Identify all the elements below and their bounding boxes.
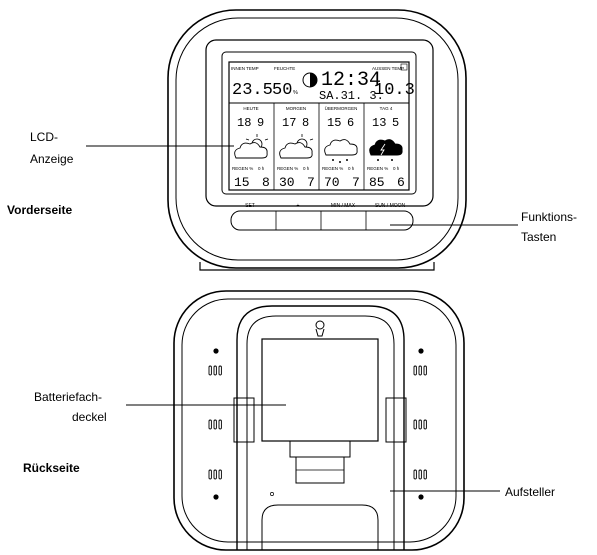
day-lo: 6 (347, 116, 354, 130)
label-keys-1: Funktions- (521, 210, 577, 224)
day-hi: 15 (327, 116, 341, 130)
day-name: HEUTE (243, 106, 258, 111)
minmax-button-label: MIN / MAX (331, 203, 356, 209)
screw-icon (213, 494, 219, 500)
front-housing-inner (175, 17, 459, 261)
forecast-day-4: TAG 4 13 5 REGEN % 0 h 85 6 (367, 106, 405, 190)
screw-icon (418, 348, 424, 354)
front-base (199, 262, 435, 271)
lcd-date: SA.31. 3. (319, 89, 384, 103)
forecast-day-1: HEUTE 18 9 REGEN % 0 h 15 8 (232, 106, 270, 190)
keyhole-icon (315, 320, 325, 330)
day-name: MORGEN (286, 106, 306, 111)
lcd-humidity-label: FEUCHTE (274, 66, 295, 71)
sun-cloud-icon (234, 134, 269, 159)
back-housing-inner (181, 298, 457, 543)
moon-phase-shade (310, 73, 317, 87)
rain-label: REGEN % (277, 166, 298, 171)
hours-label: 0 h (393, 166, 400, 171)
label-battery-2: deckel (72, 410, 107, 424)
label-stand: Aufsteller (505, 485, 555, 499)
thunderstorm-icon (369, 139, 403, 161)
sunmoon-button-label: SUN / MOON (375, 203, 406, 209)
hours-value: 6 (397, 175, 405, 190)
battery-cover (261, 338, 379, 442)
battery-latch (289, 440, 351, 458)
hours-value: 7 (307, 175, 315, 190)
front-housing-outer (167, 9, 467, 269)
lcd-outdoor-label: AUSSEN TEMP (372, 66, 404, 71)
day-lo: 8 (302, 116, 309, 130)
day-hi: 18 (237, 116, 251, 130)
reset-hole (270, 492, 274, 496)
display-bezel (221, 51, 417, 195)
rain-value: 85 (369, 175, 385, 190)
day-name: ÜBERMORGEN (325, 105, 358, 111)
screw-icon (418, 494, 424, 500)
rain-label: REGEN % (232, 166, 253, 171)
signal-icon (400, 63, 408, 71)
day-hi: 13 (372, 116, 386, 130)
back-housing-outer (173, 290, 465, 551)
hours-value: 7 (352, 175, 360, 190)
lcd-indoor-temp: 23.5 (232, 81, 273, 100)
day-lo: 5 (392, 116, 399, 130)
day-hi: 17 (282, 116, 296, 130)
keyhole-slot (315, 328, 325, 337)
vent-slots-left (208, 365, 222, 480)
day-lo: 9 (257, 116, 264, 130)
rain-cloud-icon (324, 139, 358, 163)
label-lcd-2: Anzeige (30, 152, 74, 166)
rain-value: 15 (234, 175, 250, 190)
day-name: TAG 4 (380, 106, 393, 111)
sun-cloud-icon (279, 134, 314, 159)
stand-frame-outer (236, 305, 405, 550)
label-front: Vorderseite (7, 203, 72, 217)
rain-label: REGEN % (322, 166, 343, 171)
rain-label: REGEN % (367, 166, 388, 171)
plus-button-label: + (297, 203, 300, 209)
label-battery-1: Batteriefach- (34, 390, 102, 404)
label-keys-2: Tasten (521, 230, 556, 244)
lcd-humidity-unit: % (293, 90, 298, 96)
rain-value: 70 (324, 175, 340, 190)
stand-frame-inner (246, 315, 395, 550)
hinge-left (233, 397, 255, 443)
stand-cutout (261, 504, 379, 550)
forecast-day-2: MORGEN 17 8 REGEN % 0 h 30 7 (277, 106, 315, 190)
screw-icon (213, 348, 219, 354)
hours-label: 0 h (258, 166, 265, 171)
hours-label: 0 h (303, 166, 310, 171)
lcd-indoor-label: INNEN TEMP (231, 66, 259, 71)
label-lcd-1: LCD- (30, 130, 58, 144)
button-strip (230, 210, 414, 231)
lcd-humidity: 50 (272, 81, 292, 100)
front-view: INNEN TEMP FEUCHTE AUSSEN TEMP 23.5 50 %… (167, 9, 467, 271)
forecast-day-3: ÜBERMORGEN 15 6 REGEN % 0 h 70 7 (322, 105, 360, 190)
hours-value: 8 (262, 175, 270, 190)
set-button-label: SET (245, 203, 255, 209)
rain-value: 30 (279, 175, 295, 190)
hinge-right (385, 397, 407, 443)
lcd-outdoor-temp: 10.3 (374, 81, 415, 100)
back-view (173, 290, 465, 551)
hours-label: 0 h (348, 166, 355, 171)
label-back: Rückseite (23, 461, 80, 475)
vent-slots-right (413, 365, 427, 480)
lcd-time: 12:34 (321, 69, 381, 92)
display-frame (205, 39, 434, 207)
